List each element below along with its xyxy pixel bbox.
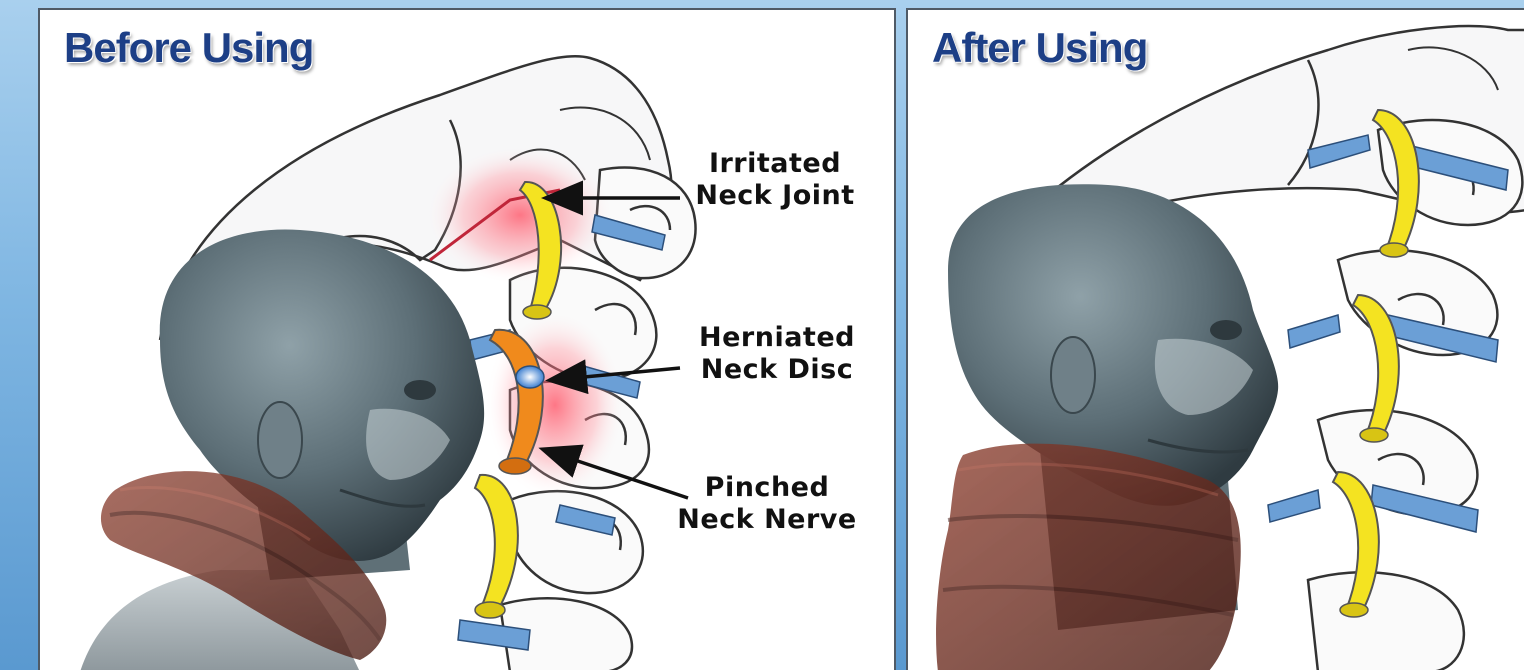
neck-collar-illustration [936,444,1241,670]
disc-lower [475,475,518,610]
callout-line: Herniated [672,322,882,354]
callout-herniated-neck-disc: Herniated Neck Disc [672,322,882,386]
before-panel: Before Using Irritated Neck Joint Hernia… [38,8,896,670]
callout-line: Neck Joint [670,180,880,212]
after-panel: After Using [906,8,1524,670]
panel-title: After Using [932,24,1147,72]
callout-pinched-neck-nerve: Pinched Neck Nerve [652,472,882,536]
callout-line: Neck Nerve [652,504,882,536]
panel-title: Before Using [64,24,313,72]
after-illustration [908,10,1524,670]
callout-irritated-neck-joint: Irritated Neck Joint [670,148,880,212]
callout-line: Neck Disc [672,354,882,386]
callout-line: Pinched [652,472,882,504]
callout-line: Irritated [670,148,880,180]
